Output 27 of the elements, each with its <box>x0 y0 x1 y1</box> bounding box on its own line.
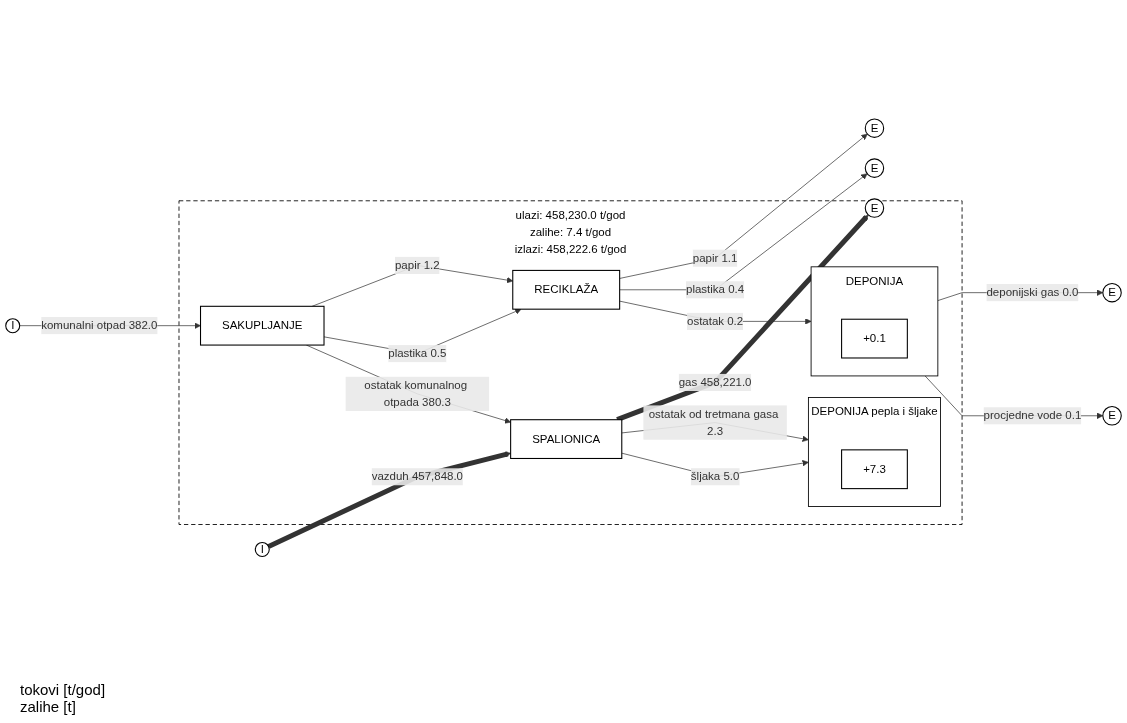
node-circle: I <box>5 318 21 334</box>
node-circle: E <box>864 158 885 178</box>
edge-label: papir 1.1 <box>692 251 738 264</box>
unit-note: zalihe [t] <box>20 698 77 715</box>
edge-label: plastika 0.5 <box>388 347 447 360</box>
node-circle: I <box>254 541 270 557</box>
edge-label: ostatak komunalnog otpada 380.3 <box>364 378 468 409</box>
edge-label: šljaka 5.0 <box>690 470 740 483</box>
unit-note: tokovi [t/god] <box>20 681 107 698</box>
edge-label: ostatak od tretmana gasa 2.3 <box>648 407 779 437</box>
edge-label: procjedne vode 0.1 <box>983 409 1082 422</box>
edge-label: ostatak 0.2 <box>687 314 744 328</box>
edge-label: deponijski gas 0.0 <box>986 286 1079 299</box>
edge-label: komunalni otpad 382.0 <box>41 319 158 332</box>
node-box: SAKUPLJANJE <box>200 305 325 346</box>
node-box: +0.1 <box>841 318 908 359</box>
node-circle: E <box>864 118 885 138</box>
edge-label: vazduh 457,848.0 <box>371 470 463 483</box>
edge-label: papir 1.2 <box>394 258 440 272</box>
arrow <box>267 451 511 549</box>
node-box: RECIKLAŽA <box>512 269 621 310</box>
node-box: +7.3 <box>841 449 908 490</box>
edge-label: plastika 0.4 <box>686 283 745 296</box>
node-circle: E <box>1102 282 1122 303</box>
edge-label: gas 458,221.0 <box>678 375 752 389</box>
node-box: SPALIONICA <box>510 419 623 459</box>
node-circle: E <box>1102 406 1122 426</box>
